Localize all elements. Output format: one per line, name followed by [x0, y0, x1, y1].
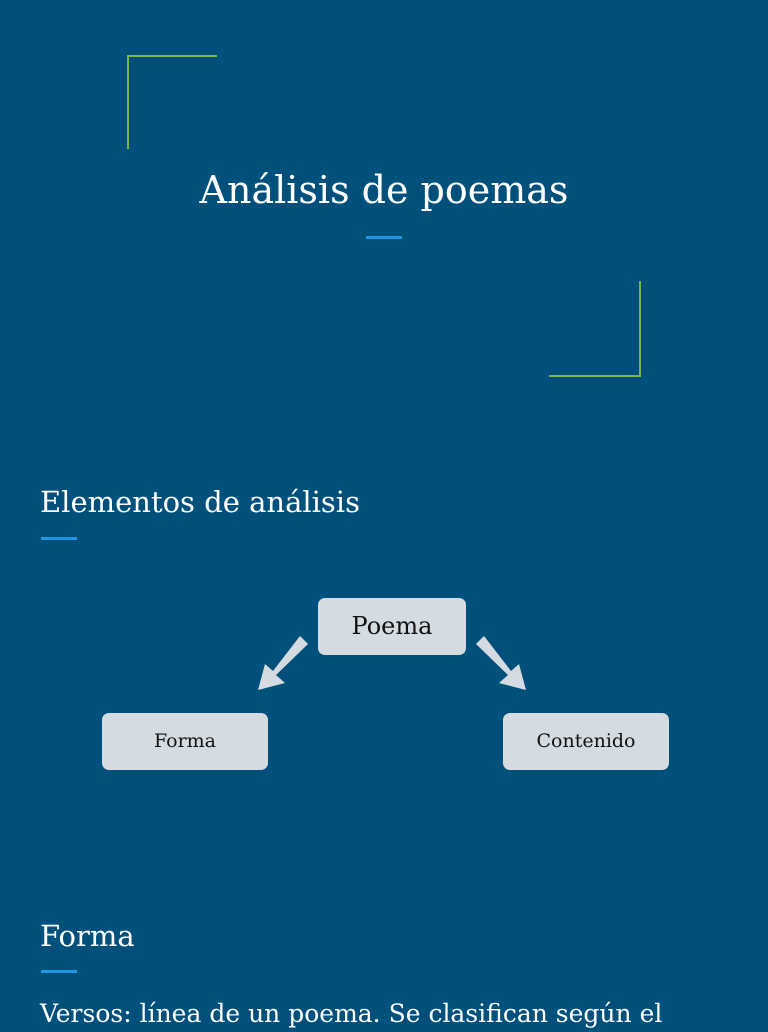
- corner-bracket-top-left: [127, 55, 217, 149]
- title-accent-line: [366, 236, 402, 239]
- section-title-elementos: Elementos de análisis: [40, 485, 360, 519]
- arrow-to-contenido-icon: [476, 636, 526, 690]
- page-title: Análisis de poemas: [199, 168, 569, 212]
- arrow-to-forma-icon: [258, 636, 308, 690]
- diagram-node-contenido: Contenido: [503, 713, 669, 770]
- section-accent-line: [41, 970, 77, 973]
- body-text-versos: Versos: línea de un poema. Se clasifican…: [40, 999, 663, 1028]
- diagram-node-forma: Forma: [102, 713, 268, 770]
- diagram-node-poema: Poema: [318, 598, 466, 655]
- section-title-forma: Forma: [40, 919, 135, 953]
- section-accent-line: [41, 537, 77, 540]
- corner-bracket-bottom-right: [549, 281, 641, 377]
